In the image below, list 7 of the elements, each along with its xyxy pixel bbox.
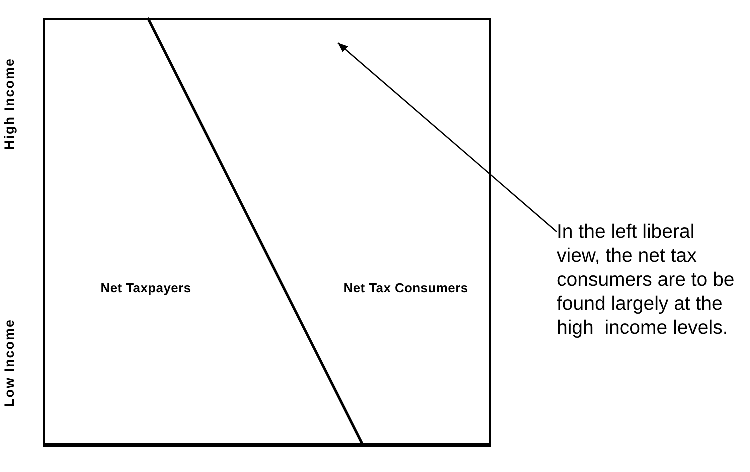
arrow [338, 42, 558, 232]
region-label: Net Tax Consumers [344, 280, 468, 296]
region-label: Net Taxpayers [100, 280, 192, 296]
axis-label: Low Income [2, 319, 18, 407]
axis-label: High Income [2, 58, 18, 150]
chart-frame [43, 18, 491, 447]
annotation-text: In the left liberal view, the net tax consumers are to be found largely at the high income levels. [557, 220, 740, 340]
